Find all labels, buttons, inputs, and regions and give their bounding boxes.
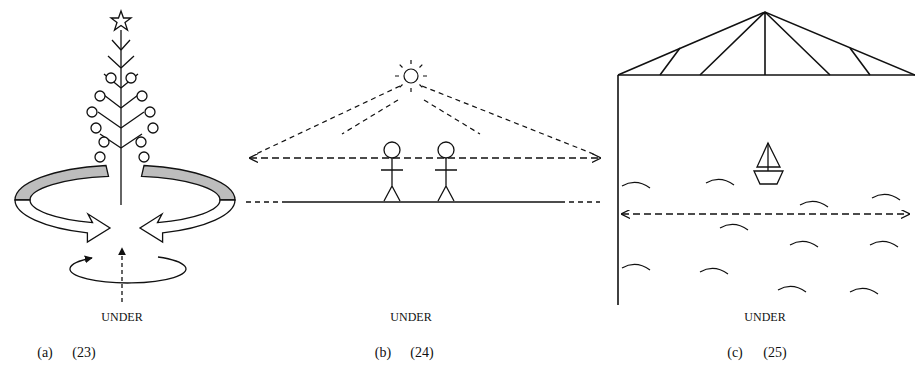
water-waves	[622, 264, 650, 270]
turn-arrow	[121, 248, 122, 302]
equation-number: (24)	[410, 345, 433, 360]
rotation-ring	[15, 166, 235, 243]
christmas-tree	[87, 107, 97, 117]
extent-arrow	[622, 213, 909, 214]
water-waves	[700, 268, 728, 274]
sun-rays	[254, 86, 400, 155]
rotation-ring	[15, 166, 109, 201]
panel-label: UNDER	[744, 311, 785, 324]
rotation-ring	[140, 200, 235, 242]
ground-line	[560, 201, 600, 202]
panel-letter: (b)	[375, 345, 391, 360]
sun-rays	[424, 100, 480, 134]
turn-arrow	[70, 248, 186, 302]
ground-line	[285, 201, 560, 202]
water-waves	[720, 224, 748, 230]
stick-figure	[438, 142, 454, 158]
christmas-tree	[136, 137, 146, 147]
boat-symbol	[754, 171, 783, 184]
christmas-tree	[111, 11, 131, 30]
stick-figure	[381, 158, 403, 201]
extent-arrow	[622, 213, 909, 214]
christmas-tree	[126, 73, 136, 83]
water-waves	[778, 286, 806, 292]
sun-rays	[342, 100, 398, 134]
boat-symbol	[754, 143, 783, 184]
equation-number: (23)	[72, 345, 95, 360]
ground-line	[246, 201, 600, 202]
roof-structure	[618, 12, 915, 305]
sun-symbol	[395, 60, 427, 92]
ground-line	[246, 201, 285, 202]
panel-letter: (c)	[727, 345, 743, 360]
stick-figure	[435, 158, 457, 201]
christmas-tree	[139, 152, 149, 162]
christmas-tree	[91, 123, 101, 133]
stick-figure	[381, 142, 457, 201]
turn-arrow	[70, 257, 186, 283]
water-waves	[790, 241, 818, 247]
christmas-tree	[95, 91, 105, 101]
sun-symbol	[395, 60, 427, 92]
extent-arrow	[250, 157, 600, 158]
extent-arrow	[250, 157, 600, 158]
christmas-tree	[145, 107, 155, 117]
sun-symbol	[404, 69, 418, 83]
panel-label: UNDER	[101, 311, 142, 324]
rotation-ring	[15, 200, 110, 242]
water-waves	[706, 179, 734, 185]
water-waves	[622, 179, 900, 294]
christmas-tree	[106, 73, 116, 83]
rotation-ring	[142, 166, 236, 201]
sun-rays	[254, 86, 596, 155]
equation-number: (25)	[763, 345, 786, 360]
water-waves	[850, 288, 878, 294]
christmas-tree	[148, 123, 158, 133]
christmas-tree	[120, 30, 121, 205]
water-waves	[872, 194, 900, 200]
roof-structure	[618, 12, 915, 75]
panel-letter: (a)	[37, 345, 53, 360]
water-waves	[870, 241, 898, 247]
boat-symbol	[767, 143, 768, 171]
stick-figure	[384, 142, 400, 158]
water-waves	[622, 182, 650, 188]
water-waves	[800, 201, 828, 207]
christmas-tree	[95, 152, 105, 162]
christmas-tree	[87, 73, 158, 162]
roof-structure	[660, 12, 870, 75]
christmas-tree	[99, 137, 109, 147]
roof-structure	[617, 75, 619, 305]
christmas-tree	[137, 91, 147, 101]
panel-label: UNDER	[390, 311, 431, 324]
